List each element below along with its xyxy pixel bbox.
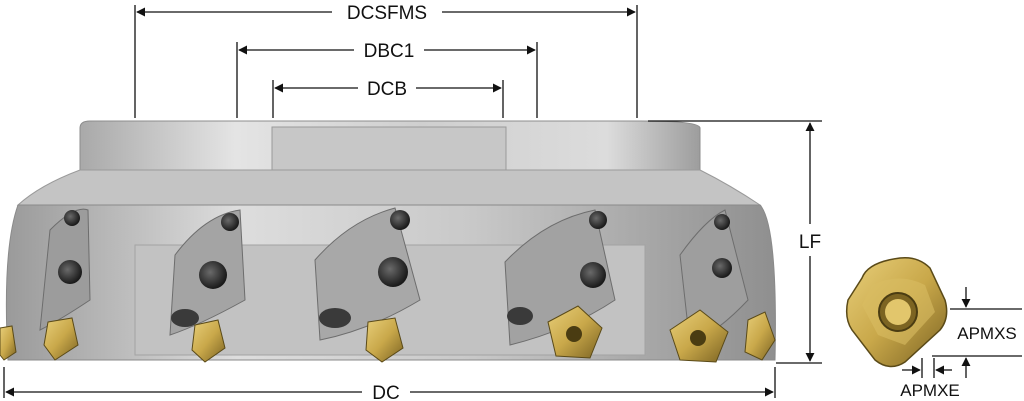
insert-icon (43, 317, 79, 361)
cutter-shoulder (16, 169, 762, 206)
dc-label: DC (372, 383, 399, 401)
pocket-4 (504, 209, 616, 359)
dim-dcsfms: DCSFMS (134, 3, 638, 118)
dcb-label: DCB (367, 79, 407, 100)
clamp-screw-icon (199, 261, 227, 289)
clamp-screw-icon (712, 258, 732, 278)
dim-dc: DC (3, 367, 776, 401)
pocket-1 (39, 208, 91, 361)
apmxe-label: APMXE (900, 381, 960, 400)
dbc1-label: DBC1 (364, 41, 415, 62)
lever-screw-icon (589, 211, 607, 229)
insert-detail (845, 256, 948, 368)
lever-screw-icon (714, 214, 730, 230)
lever-screw-icon (64, 210, 80, 226)
pocket-5 (669, 209, 776, 363)
dim-lf: LF (648, 120, 822, 364)
dcsfms-label: DCSFMS (347, 3, 427, 24)
pocket-2 (0, 209, 246, 363)
lf-label: LF (799, 232, 821, 253)
pocket-3 (314, 207, 421, 363)
clamp-screw-icon (378, 257, 408, 287)
lever-screw-icon (390, 210, 410, 230)
clamp-screw-icon (580, 262, 606, 288)
apmxs-label: APMXS (957, 324, 1017, 343)
lever-screw-icon (221, 213, 239, 231)
dim-apmxe: APMXE (900, 358, 960, 400)
dim-dcb: DCB (272, 79, 504, 118)
dim-dbc1: DBC1 (236, 41, 538, 118)
clamp-screw-icon (58, 260, 82, 284)
insert-icon (191, 319, 226, 363)
dim-apmxs: APMXS (932, 287, 1022, 378)
insert-icon (365, 317, 404, 363)
